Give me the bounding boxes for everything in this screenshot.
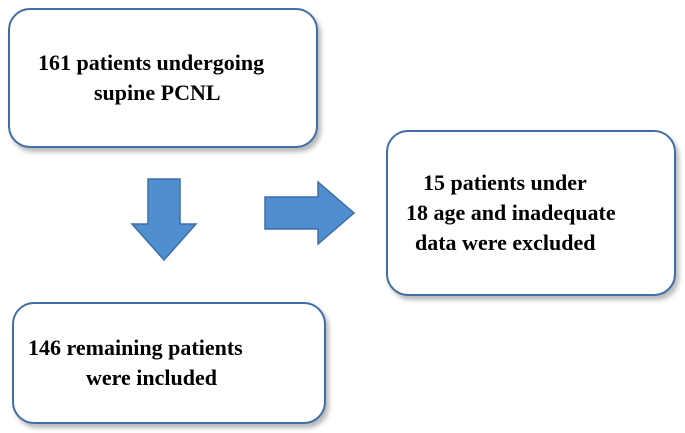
node-excluded-line-2: 18 age and inadequate (406, 200, 616, 225)
node-start-line-2: supine PCNL (94, 80, 221, 105)
node-start-line-1: 161 patients undergoing (38, 50, 265, 75)
node-start-patients: 161 patients undergoing supine PCNL (8, 8, 318, 148)
node-excluded-line-3: data were excluded (415, 230, 596, 255)
arrow-down-shape (130, 178, 198, 262)
node-excluded-line-1: 15 patients under (423, 170, 587, 195)
node-excluded-patients: 15 patients under 18 age and inadequate … (386, 130, 676, 296)
arrow-down-icon (130, 178, 198, 262)
node-included-patients: 146 remaining patients were included (12, 302, 326, 424)
node-included-line-2: were included (86, 365, 217, 390)
arrow-right-shape (264, 180, 356, 246)
node-included-line-1: 146 remaining patients (28, 335, 243, 360)
arrow-right-icon (264, 180, 356, 246)
